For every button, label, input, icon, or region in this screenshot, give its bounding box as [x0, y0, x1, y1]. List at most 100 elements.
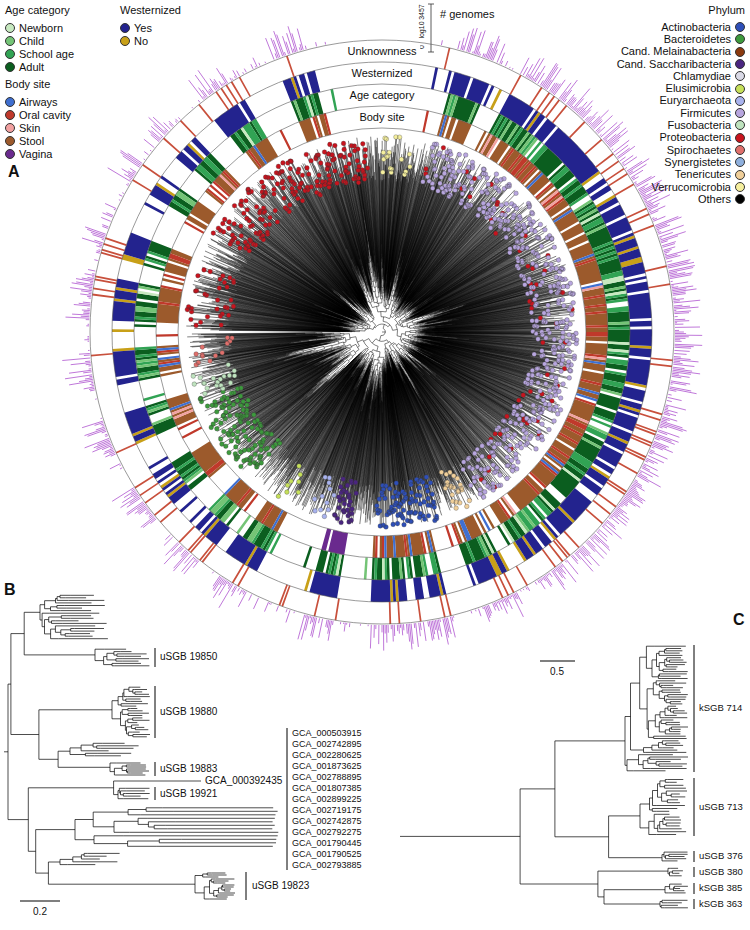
- genome-id: GCA_002742895: [292, 739, 362, 749]
- legend-swatch: [120, 23, 130, 33]
- clade-bracket: [694, 645, 695, 909]
- ring-segment: [157, 115, 606, 558]
- legend-swatch: [735, 157, 745, 167]
- legend-text: No: [134, 35, 148, 48]
- legend-text: Elusimicrobia: [666, 82, 731, 95]
- legend-swatch: [5, 36, 15, 46]
- ring-label: Westernized: [349, 67, 416, 80]
- clade-label: uSGB 713: [699, 802, 743, 813]
- legend-text: Yes: [134, 22, 152, 35]
- clade-label: kSGB 714: [699, 703, 742, 714]
- legend-text: Oral cavity: [19, 109, 71, 122]
- genome-id: GCA_002792275: [292, 827, 362, 837]
- legend-text: Newborn: [19, 22, 63, 35]
- ring-label: Unknownness: [344, 45, 419, 58]
- legend-text: Adult: [19, 61, 44, 74]
- legend-swatch: [5, 110, 15, 120]
- scale-label: # genomes: [440, 8, 494, 21]
- ring-segment: [137, 95, 630, 580]
- legend-text: Cand. Saccharibacteria: [617, 58, 731, 71]
- clade-label: uSGB 19883: [160, 763, 217, 775]
- leaf-dot: [439, 470, 472, 511]
- genome-id: GCA_002280625: [292, 750, 362, 760]
- legend-text: Actinobacteria: [661, 21, 731, 34]
- legend-swatch: [735, 84, 745, 94]
- clade-label: kSGB 385: [699, 883, 742, 894]
- ring-label: Body site: [356, 111, 407, 124]
- legend-text: Vagina: [19, 148, 52, 161]
- legend-text: Bacteroidetes: [664, 33, 731, 46]
- clade-label: kSGB 363: [699, 899, 742, 910]
- tree-branch: [4, 595, 278, 899]
- ring-segment: [112, 67, 652, 602]
- legend-text: School age: [19, 48, 74, 61]
- ring-label: Age category: [347, 89, 418, 102]
- genome-id: GCA_001790445: [292, 838, 362, 848]
- scale-label: 0.2: [33, 906, 47, 918]
- legend-text: Verrucomicrobia: [652, 181, 731, 194]
- legend-text: Stool: [19, 135, 44, 148]
- legend-swatch: [5, 97, 15, 107]
- clade-label: uSGB 19850: [160, 651, 217, 663]
- clade-bracket: [155, 648, 287, 900]
- legend-text: Tenericutes: [675, 168, 731, 181]
- legend-swatch: [735, 47, 745, 57]
- legend-swatch: [735, 71, 745, 81]
- legend-heading: Westernized: [120, 4, 181, 17]
- panel-letter: C: [733, 611, 745, 629]
- clade-label: uSGB 380: [699, 867, 743, 878]
- legend-swatch: [735, 194, 745, 204]
- legend-swatch: [5, 49, 15, 59]
- ring-segment: [134, 93, 630, 581]
- legend-swatch: [735, 96, 745, 106]
- scale-bar: [540, 660, 575, 661]
- clade-label: uSGB 376: [699, 851, 743, 862]
- legend-text: Firmicutes: [680, 107, 731, 120]
- genome-id: GCA_001873625: [292, 761, 362, 771]
- legend-text: Spirochaetes: [667, 144, 731, 157]
- legend-swatch: [735, 170, 745, 180]
- genome-id: GCA_002793885: [292, 860, 362, 870]
- ring-outline: [112, 62, 652, 602]
- genome-id: GCA_001790525: [292, 849, 362, 859]
- ring-segment: [156, 114, 608, 558]
- scale-label: 0.5: [550, 666, 564, 678]
- legend-heading: Phylum: [708, 4, 745, 17]
- legend-text: Fusobacteria: [667, 119, 731, 132]
- legend-text: Euryarchaeota: [659, 94, 731, 107]
- ring-outline: [90, 40, 674, 624]
- legend-text: Cand. Melainabacteria: [621, 45, 731, 58]
- legend-swatch: [735, 59, 745, 69]
- ring-segment: [91, 48, 673, 624]
- legend-text: Airways: [19, 96, 58, 109]
- leaf-dot: [191, 362, 237, 395]
- legend-text: Others: [698, 193, 731, 206]
- legend-heading: Age category: [5, 4, 70, 17]
- tree-branch: [400, 646, 688, 908]
- clade-label: uSGB 19880: [160, 706, 217, 718]
- scale-label: log10: [418, 21, 426, 38]
- legend-swatch: [735, 145, 745, 155]
- legend-swatch: [735, 182, 745, 192]
- legend-text: Skin: [19, 122, 40, 135]
- panel-letter: B: [4, 581, 16, 599]
- leaf-dot: [194, 335, 235, 367]
- legend-swatch: [5, 23, 15, 33]
- genome-id: GCA_000503915: [292, 728, 362, 738]
- legend-swatch: [735, 108, 745, 118]
- legend-swatch: [735, 120, 745, 130]
- legend-swatch: [735, 34, 745, 44]
- legend-swatch: [120, 36, 130, 46]
- genome-count-bar: [62, 26, 702, 650]
- legend-text: Synergistetes: [664, 156, 731, 169]
- legend-text: Proteobacteria: [659, 131, 731, 144]
- legend-swatch: [5, 136, 15, 146]
- genome-id: GCA_002788895: [292, 772, 362, 782]
- scale-label: 3457: [418, 4, 426, 20]
- leaf-dot: [380, 135, 412, 177]
- panel-letter: A: [8, 163, 20, 181]
- genome-id: GCA_002742875: [292, 816, 362, 826]
- ring-segment: [135, 94, 630, 580]
- clade-label: uSGB 19921: [160, 788, 217, 800]
- legend-swatch: [735, 133, 745, 143]
